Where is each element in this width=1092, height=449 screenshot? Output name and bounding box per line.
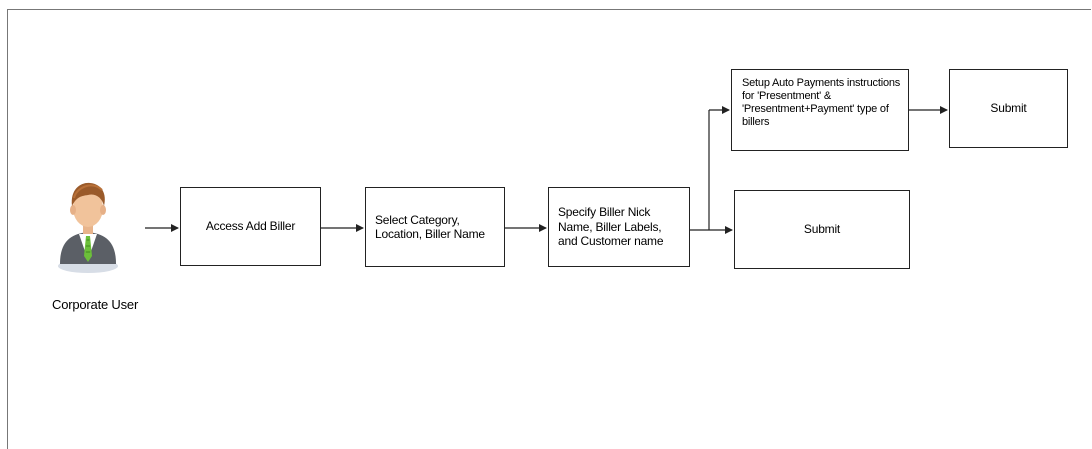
step-specify-biller: Specify Biller Nick Name, Biller Labels,… [548,187,690,267]
step-setup-auto-payments-label: Setup Auto Payments instructions for 'Pr… [742,77,901,128]
actor-label: Corporate User [52,297,139,312]
step-submit-upper-label: Submit [990,101,1027,116]
step-submit-upper: Submit [949,69,1068,148]
step-select-category-label: Select Category, Location, Biller Name [375,212,485,241]
step-setup-auto-payments: Setup Auto Payments instructions for 'Pr… [731,69,909,151]
step-select-category: Select Category, Location, Biller Name [365,187,505,267]
step-specify-biller-label: Specify Biller Nick Name, Biller Labels,… [558,205,664,249]
step-submit-lower-label: Submit [803,222,841,237]
step-access-add-biller: Access Add Biller [180,187,321,266]
step-access-add-biller-label: Access Add Biller [205,219,296,234]
diagram-frame [7,9,1091,449]
connector-layer [145,106,948,234]
step-submit-lower: Submit [734,190,910,269]
corporate-user-avatar-icon [52,168,124,283]
